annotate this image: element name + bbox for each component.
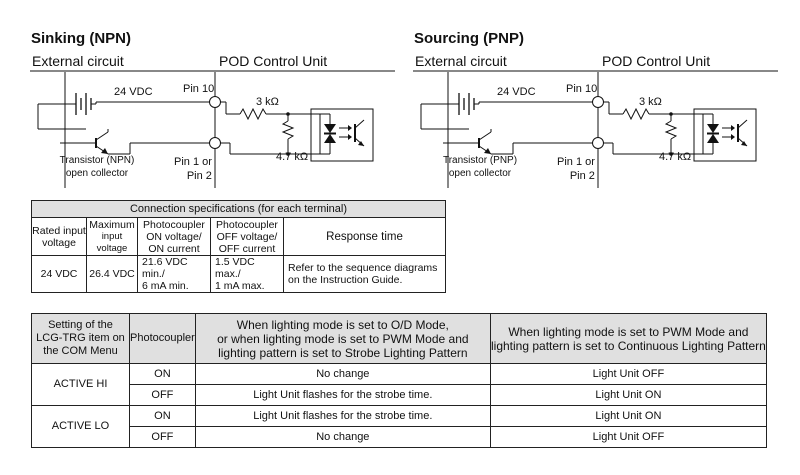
sinking-pod-label: POD Control Unit bbox=[219, 53, 328, 69]
mode-photocoupler-cell: ON bbox=[129, 363, 196, 385]
mode-setting-active-lo: ACTIVE LO bbox=[31, 405, 130, 448]
mode-pwm-cell: Light Unit OFF bbox=[489, 363, 768, 385]
mode-header-pwm-l2: lighting pattern is set to Continuous Li… bbox=[490, 338, 766, 353]
sourcing-pin1-line1: Pin 1 or bbox=[557, 156, 595, 168]
spec-value-rated: 24 VDC bbox=[31, 255, 87, 293]
spec-header-rated-l1: Rated input bbox=[32, 224, 86, 237]
spec-value-off-l2: 1 mA max. bbox=[215, 280, 265, 292]
mode-header-od-l3: lighting pattern is set to Strobe Lighti… bbox=[218, 345, 468, 360]
mode-header-setting-l1: Setting of the bbox=[48, 319, 113, 331]
spec-table-title: Connection specifications (for each term… bbox=[31, 200, 446, 218]
mode-setting-active-hi: ACTIVE HI bbox=[31, 363, 130, 406]
sourcing-transistor-label: Transistor (PNP) open collector bbox=[435, 154, 525, 180]
spec-header-on-l3: ON current bbox=[148, 242, 200, 255]
mode-photocoupler-cell: OFF bbox=[129, 384, 196, 406]
table-row: OFF Light Unit flashes for the strobe ti… bbox=[32, 384, 768, 406]
mode-header-setting-l3: the COM Menu bbox=[43, 345, 118, 357]
mode-photocoupler-cell: ON bbox=[129, 405, 196, 427]
mode-pwm-cell: Light Unit ON bbox=[489, 384, 768, 406]
sourcing-voltage-label: 24 VDC bbox=[497, 86, 536, 98]
spec-header-rated-l2: voltage bbox=[42, 236, 76, 249]
sinking-transistor-label: Transistor (NPN) open collector bbox=[52, 154, 142, 180]
spec-value-maximum: 26.4 VDC bbox=[86, 255, 138, 293]
table-row: OFF No change Light Unit OFF bbox=[32, 426, 768, 448]
sourcing-title: Sourcing (PNP) bbox=[414, 30, 525, 47]
sourcing-pin1-line2: Pin 2 bbox=[569, 170, 595, 182]
lighting-mode-table: Setting of the LCG-TRG item on the COM M… bbox=[31, 313, 768, 448]
sinking-external-label: External circuit bbox=[32, 53, 124, 69]
sinking-r2-label: 4.7 kΩ bbox=[276, 151, 309, 163]
spec-value-response: Refer to the sequence diagrams on the In… bbox=[283, 255, 446, 293]
spec-header-off-l1: Photocoupler bbox=[216, 218, 278, 231]
spec-value-response-l1: Refer to the sequence diagrams bbox=[288, 262, 438, 274]
spec-header-maximum-l2: input voltage bbox=[96, 230, 128, 254]
sourcing-transistor-line2: open collector bbox=[448, 168, 512, 179]
connection-spec-table: Connection specifications (for each term… bbox=[31, 200, 446, 293]
mode-header-setting: Setting of the LCG-TRG item on the COM M… bbox=[31, 313, 130, 364]
sourcing-pin10-label: Pin 10 bbox=[566, 83, 598, 95]
mode-od-cell: No change bbox=[194, 426, 491, 448]
spec-value-off-l1: 1.5 VDC max./ bbox=[215, 256, 255, 280]
spec-value-response-l2: on the Instruction Guide. bbox=[288, 274, 403, 286]
sinking-pin1-line2: Pin 2 bbox=[186, 170, 212, 182]
spec-header-on: Photocoupler ON voltage/ ON current bbox=[137, 217, 211, 256]
spec-value-on-l2: 6 mA min. bbox=[142, 280, 189, 292]
spec-header-off-l2: OFF voltage/ bbox=[216, 230, 278, 243]
spec-header-on-l2: ON voltage/ bbox=[146, 230, 202, 243]
mode-od-cell: Light Unit flashes for the strobe time. bbox=[194, 405, 491, 427]
mode-header-od: When lighting mode is set to O/D Mode, o… bbox=[194, 313, 491, 364]
spec-header-on-l1: Photocoupler bbox=[143, 218, 205, 231]
mode-pwm-cell: Light Unit OFF bbox=[489, 426, 768, 448]
sinking-transistor-line2: open collector bbox=[65, 168, 129, 179]
sinking-pin1-line1: Pin 1 or bbox=[174, 156, 212, 168]
spec-header-off-l3: OFF current bbox=[218, 242, 276, 255]
spec-header-maximum-l1: Maximum bbox=[89, 218, 135, 231]
spec-value-on-l1: 21.6 VDC min./ bbox=[142, 256, 188, 280]
sourcing-pin1-label: Pin 1 or Pin 2 bbox=[557, 155, 595, 183]
sourcing-transistor-line1: Transistor (PNP) bbox=[442, 155, 518, 166]
spec-header-response: Response time bbox=[283, 217, 446, 256]
mode-header-od-l2: or when lighting mode is set to PWM Mode… bbox=[217, 331, 469, 346]
sinking-pin1-label: Pin 1 or Pin 2 bbox=[174, 155, 212, 183]
mode-od-cell: No change bbox=[194, 363, 491, 385]
sinking-title: Sinking (NPN) bbox=[31, 30, 131, 47]
spec-header-rated: Rated input voltage bbox=[31, 217, 87, 256]
sourcing-r1-label: 3 kΩ bbox=[639, 96, 662, 108]
mode-header-setting-l2: LCG-TRG item on bbox=[36, 332, 125, 344]
sinking-r1-label: 3 kΩ bbox=[256, 96, 279, 108]
mode-header-pwm: When lighting mode is set to PWM Mode an… bbox=[489, 313, 768, 364]
sourcing-r2-label: 4.7 kΩ bbox=[659, 151, 692, 163]
sinking-voltage-label: 24 VDC bbox=[114, 86, 153, 98]
table-row: ACTIVE HI ON No change Light Unit OFF bbox=[31, 363, 768, 406]
sinking-pin10-label: Pin 10 bbox=[183, 83, 215, 95]
sourcing-pod-label: POD Control Unit bbox=[602, 53, 711, 69]
mode-header-pwm-l1: When lighting mode is set to PWM Mode an… bbox=[508, 324, 749, 339]
spec-header-off: Photocoupler OFF voltage/ OFF current bbox=[210, 217, 284, 256]
sourcing-external-label: External circuit bbox=[415, 53, 507, 69]
mode-photocoupler-cell: OFF bbox=[129, 426, 196, 448]
mode-header-od-l1: When lighting mode is set to O/D Mode, bbox=[236, 317, 449, 332]
spec-value-off: 1.5 VDC max./ 1 mA max. bbox=[210, 255, 284, 293]
spec-header-maximum: Maximum input voltage bbox=[86, 217, 138, 256]
mode-pwm-cell: Light Unit ON bbox=[489, 405, 768, 427]
spec-value-on: 21.6 VDC min./ 6 mA min. bbox=[137, 255, 211, 293]
mode-header-photocoupler: Photocoupler bbox=[129, 313, 196, 364]
table-row: ACTIVE LO ON Light Unit flashes for the … bbox=[31, 405, 768, 448]
mode-od-cell: Light Unit flashes for the strobe time. bbox=[194, 384, 491, 406]
sinking-transistor-line1: Transistor (NPN) bbox=[59, 155, 135, 166]
